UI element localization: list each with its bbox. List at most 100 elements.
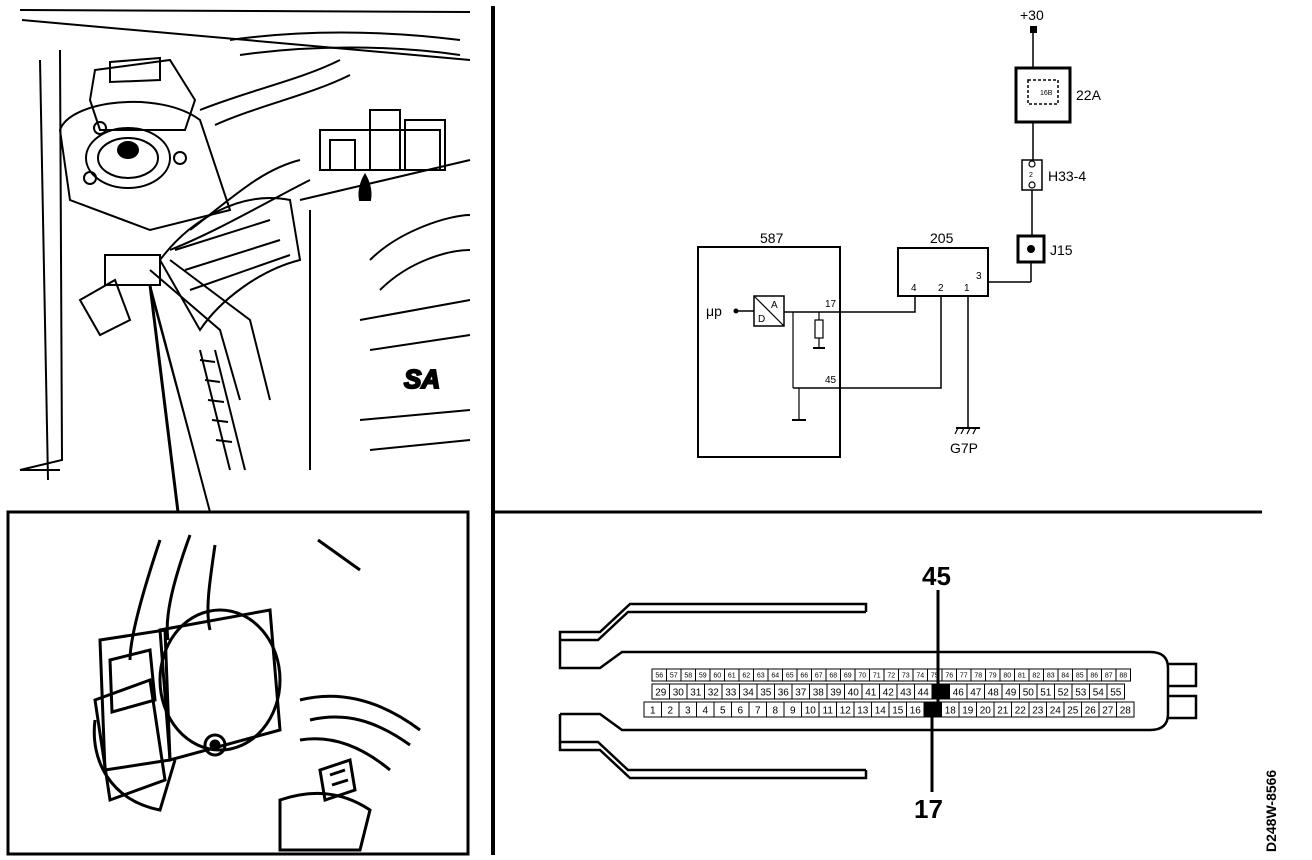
connector-pin-number: 27 — [1102, 706, 1114, 717]
engine-bay-illustration — [19, 9, 471, 481]
connector-pin-number: 15 — [892, 706, 904, 717]
connector-pin-number: 80 — [1003, 673, 1011, 680]
component-205 — [897, 247, 989, 297]
fuse-rating: 22A — [1076, 87, 1102, 103]
connector-pin-number: 78 — [974, 673, 982, 680]
connector-pin-number: 24 — [1050, 706, 1062, 717]
connector-pin-number: 21 — [997, 706, 1009, 717]
connector-pin-number: 37 — [795, 688, 807, 699]
connector-pin-number: 42 — [883, 688, 895, 699]
connector-pin-number: 51 — [1040, 688, 1052, 699]
connector-pin-number: 6 — [737, 706, 743, 717]
connector-pin-number: 60 — [713, 673, 721, 680]
connector-pin-number: 75 — [931, 673, 939, 680]
connector-pin-number: 48 — [988, 688, 1000, 699]
connector-pin-number: 2 — [667, 706, 673, 717]
connector-pin-number: 61 — [728, 673, 736, 680]
connector-pin-number: 66 — [800, 673, 808, 680]
engine-cover-badge: SA — [404, 364, 440, 394]
connector-pin-number: 87 — [1105, 673, 1113, 680]
connector-pin-number: 85 — [1076, 673, 1084, 680]
connector-pin-number: 7 — [755, 706, 761, 717]
connector-pin-number: 20 — [980, 706, 992, 717]
connector-pin-number: 57 — [670, 673, 678, 680]
connector-pin-number: 30 — [673, 688, 685, 699]
connector-pin-number: 54 — [1093, 688, 1105, 699]
junction-label: J15 — [1050, 242, 1073, 258]
highlight-pin-bottom: 17 — [914, 794, 943, 824]
ecu-pin-45: 45 — [825, 375, 837, 386]
figure-id: D248W-8566 — [1263, 770, 1279, 852]
connector-pin-number: 55 — [1110, 688, 1122, 699]
connector-h33-label: H33-4 — [1048, 168, 1086, 184]
connector-pin-number: 25 — [1067, 706, 1079, 717]
connector-pin-number: 46 — [953, 688, 965, 699]
wiring-schematic: +30 16B 22A 2 H33-4 J15 205 4 2 1 3 — [697, 7, 1102, 458]
connector-pin-number: 56 — [655, 673, 663, 680]
connector-pin-number: 71 — [873, 673, 881, 680]
connector-pin-number: 52 — [1058, 688, 1070, 699]
connector-pin-number: 33 — [725, 688, 737, 699]
connector-pin-number: 65 — [786, 673, 794, 680]
connector-pin-number: 18 — [945, 706, 957, 717]
sensor-connector-detail — [92, 534, 421, 852]
connector-pin-number: 16 — [910, 706, 922, 717]
connector-pin-number: 64 — [771, 673, 779, 680]
connector-pin-number: 81 — [1018, 673, 1026, 680]
connector-pin-number: 40 — [848, 688, 860, 699]
connector-pin-number: 22 — [1015, 706, 1027, 717]
connector-pin-number: 73 — [902, 673, 910, 680]
connector-pin-cell — [1115, 668, 1131, 682]
ecu-587-label: 587 — [760, 230, 784, 246]
connector-pin-number: 11 — [823, 706, 834, 717]
panel-frame — [6, 6, 1262, 856]
ad-converter-d: D — [758, 314, 765, 325]
connector-pin-number: 26 — [1085, 706, 1097, 717]
component-pin-3: 3 — [976, 271, 982, 282]
connector-pin-number: 10 — [805, 706, 817, 717]
connector-pin-number: 41 — [865, 688, 877, 699]
connector-pin-number: 69 — [844, 673, 852, 680]
component-pin-2: 2 — [938, 283, 944, 294]
microprocessor-label: μp — [706, 303, 722, 319]
connector-pin-number: 14 — [875, 706, 887, 717]
connector-pin-number: 68 — [829, 673, 837, 680]
connector-pin-number: 47 — [970, 688, 982, 699]
connector-pin-number: 34 — [743, 688, 755, 699]
connector-pin-number: 12 — [840, 706, 852, 717]
highlight-pin-top: 45 — [922, 561, 951, 591]
connector-pin-number: 9 — [790, 706, 796, 717]
connector-pin-number: 31 — [690, 688, 702, 699]
connector-pin-number: 13 — [857, 706, 869, 717]
connector-pin-number: 45 — [935, 688, 947, 699]
connector-pin-cell — [1106, 683, 1125, 700]
component-pin-1: 1 — [964, 283, 970, 294]
component-pin-4: 4 — [911, 283, 917, 294]
connector-pin-number: 19 — [962, 706, 974, 717]
connector-pin-number: 49 — [1005, 688, 1017, 699]
connector-h33-pin: 2 — [1029, 172, 1033, 179]
connector-pin-number: 36 — [778, 688, 790, 699]
supply-terminal — [1030, 26, 1037, 33]
connector-pin-number: 29 — [655, 688, 667, 699]
connector-pin-number: 63 — [757, 673, 765, 680]
connector-pin-number: 79 — [989, 673, 997, 680]
connector-pin-number: 23 — [1032, 706, 1044, 717]
connector-pin-number: 67 — [815, 673, 823, 680]
connector-pin-number: 50 — [1023, 688, 1035, 699]
connector-pin-number: 70 — [858, 673, 866, 680]
component-205-label: 205 — [930, 230, 954, 246]
pull-down-resistor — [814, 319, 824, 339]
fuse-holder — [1014, 66, 1072, 124]
connector-pin-number: 28 — [1120, 706, 1132, 717]
connector-pin-number: 58 — [684, 673, 692, 680]
connector-pin-number: 32 — [708, 688, 720, 699]
fuse-id: 16B — [1040, 90, 1053, 97]
connector-pin-number: 62 — [742, 673, 750, 680]
connector-pin-number: 53 — [1075, 688, 1087, 699]
connector-pin-number: 72 — [887, 673, 895, 680]
connector-pin-number: 76 — [945, 673, 953, 680]
ad-converter-a: A — [771, 300, 778, 311]
connector-pin-number: 86 — [1090, 673, 1098, 680]
